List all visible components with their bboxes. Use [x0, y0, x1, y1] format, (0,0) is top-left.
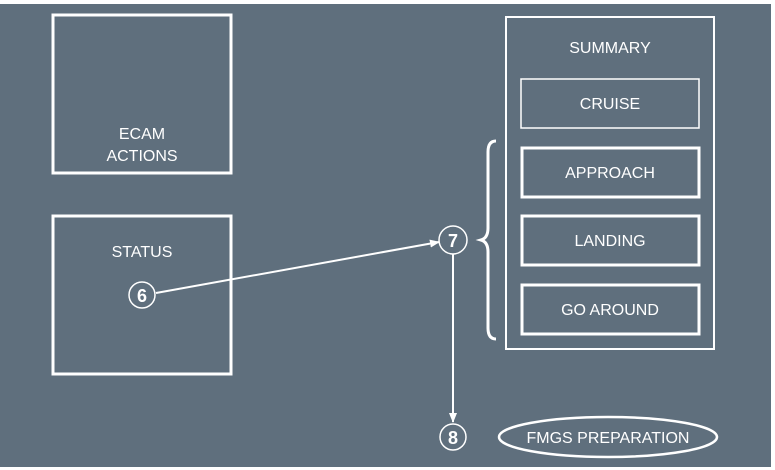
fmgs-preparation-node: FMGS PREPARATION: [497, 415, 719, 459]
ecam-label: ECAM: [119, 126, 165, 143]
summary-item-approach: APPROACH: [520, 146, 701, 199]
cruise-frame: [520, 78, 700, 129]
diagram-background: [0, 4, 771, 467]
grouping-brace: [475, 139, 497, 341]
summary-item-cruise: CRUISE: [520, 78, 700, 129]
step-7-marker: 7: [438, 225, 468, 255]
status-frame: [51, 214, 233, 376]
approach-label: APPROACH: [565, 165, 655, 182]
step-7-number: 7: [448, 231, 458, 251]
status-box: STATUS: [51, 214, 233, 376]
step-8-number: 8: [448, 428, 458, 448]
step-8-marker: 8: [439, 423, 467, 451]
go-around-frame: [520, 283, 701, 336]
cruise-label: CRUISE: [580, 96, 640, 113]
go-around-label: GO AROUND: [561, 302, 659, 319]
ecam-actions-box: ECAM ACTIONS: [51, 13, 233, 175]
fmgs-ellipse: [497, 415, 719, 459]
summary-frame: [505, 16, 715, 350]
actions-label: ACTIONS: [106, 148, 177, 165]
arrow-6-to-7: [155, 239, 440, 294]
step-6-marker: 6: [128, 281, 156, 309]
summary-item-go-around: GO AROUND: [520, 283, 701, 336]
step-8-circle: [439, 423, 467, 451]
summary-box: SUMMARY CRUISE APPROACH LANDING GO AROUN…: [505, 16, 715, 350]
step-6-circle: [128, 281, 156, 309]
step-6-number: 6: [137, 286, 147, 306]
ecam-actions-frame: [51, 13, 233, 175]
status-label: STATUS: [112, 244, 173, 261]
summary-title: SUMMARY: [569, 40, 651, 57]
fmgs-label: FMGS PREPARATION: [527, 430, 690, 447]
landing-label: LANDING: [574, 233, 645, 250]
approach-frame: [520, 146, 701, 199]
step-7-circle: [438, 225, 468, 255]
landing-frame: [520, 214, 701, 267]
summary-item-landing: LANDING: [520, 214, 701, 267]
